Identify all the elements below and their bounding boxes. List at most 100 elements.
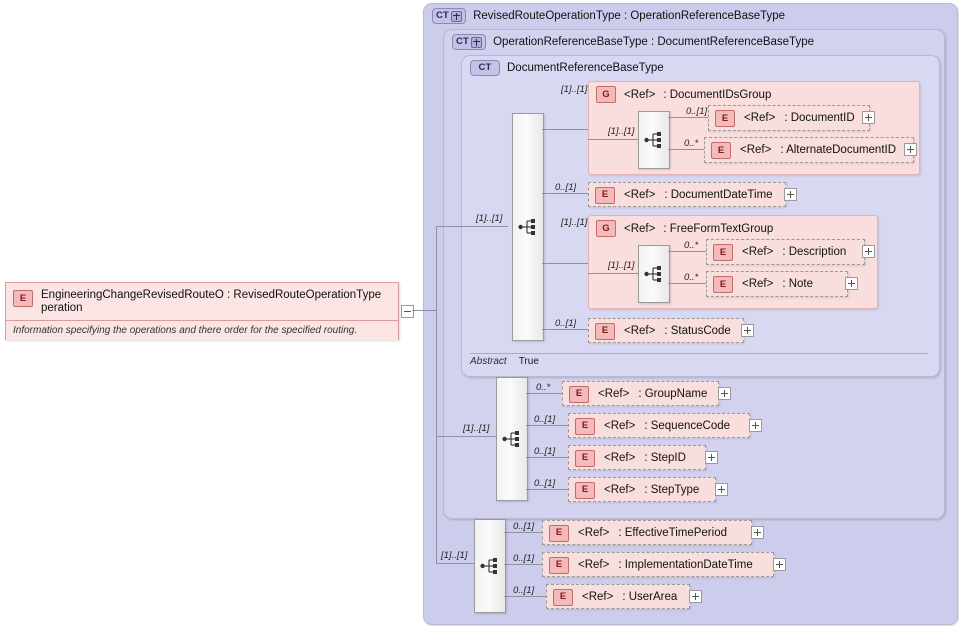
sequence-icon [644,266,661,282]
ref-label: <Ref> [578,558,610,571]
group-ref-label: <Ref> [624,222,656,235]
root-element-box[interactable]: E EngineeringChangeRevisedRouteO : Revis… [5,282,399,340]
element-badge-icon: E [569,385,589,403]
connector [526,393,562,394]
sequence-compositor-operationreferencebase[interactable] [496,377,528,501]
ref-element-content: E <Ref> : ImplementationDateTime [543,553,759,576]
ref-element-stepid[interactable]: E <Ref> : StepID [568,445,706,470]
ref-type-label: : EffectiveTimePeriod [618,526,727,539]
ref-element-userarea[interactable]: E <Ref> : UserArea [546,584,690,609]
ref-element-effectivetimeperiod[interactable]: E <Ref> : EffectiveTimePeriod [542,520,752,545]
ref-label: <Ref> [604,419,636,432]
ref-label: <Ref> [582,590,614,603]
ref-type-label: : GroupName [638,387,708,400]
expand-plus-icon[interactable] [451,10,463,22]
ref-type-label: : Note [782,278,814,290]
expand-plus-icon[interactable] [705,451,718,464]
ref-element-sequencecode[interactable]: E <Ref> : SequenceCode [568,413,750,438]
expand-plus-icon[interactable] [749,419,762,432]
ref-element-content: E <Ref> : AlternateDocumentID [705,138,902,162]
expand-plus-icon[interactable] [471,36,483,48]
ref-label: <Ref> [742,278,774,290]
ref-element-content: E <Ref> : StatusCode [589,319,737,342]
ref-element-implementationdatetime[interactable]: E <Ref> : ImplementationDateTime [542,552,774,577]
expand-plus-icon[interactable] [784,188,797,201]
complextype-badge-icon[interactable]: CT [452,34,487,50]
cardinality-label: 0..[1] [555,182,577,193]
group-badge-icon: G [596,86,616,103]
root-element-name: EngineeringChangeRevisedRouteO : Revised… [41,289,381,315]
cardinality-label: 0..[1] [555,318,577,329]
ref-element-content: E <Ref> : DocumentDateTime [589,183,779,206]
connector [588,139,638,140]
collapse-minus-icon[interactable] [401,305,414,318]
ref-element-description[interactable]: E <Ref> : Description [706,239,865,265]
cardinality-label: [1]..[1] [608,260,635,271]
cardinality-label: 0..[1] [534,446,556,457]
connector [526,457,568,458]
ref-element-steptype[interactable]: E <Ref> : StepType [568,477,716,502]
element-badge-icon: E [575,481,595,499]
ref-element-content: E <Ref> : SequenceCode [569,414,736,437]
connector [542,129,588,130]
expand-plus-icon[interactable] [689,590,702,603]
complextype-header-operationreferencebasetype: CT OperationReferenceBaseType : Document… [452,34,814,50]
cardinality-label: 0..* [536,382,551,393]
complextype-badge-icon[interactable]: CT [432,8,467,24]
connector [542,193,588,194]
complextype-title: RevisedRouteOperationType : OperationRef… [473,10,786,22]
sequence-compositor-documentidsgroup[interactable] [638,111,670,169]
expand-plus-icon[interactable] [718,387,731,400]
sequence-compositor-documentreferencebase[interactable] [512,113,544,341]
expand-plus-icon[interactable] [741,324,754,337]
expand-plus-icon[interactable] [773,558,786,571]
element-badge-icon: E [713,276,733,293]
ref-element-statuscode[interactable]: E <Ref> : StatusCode [588,318,744,343]
ref-element-note[interactable]: E <Ref> : Note [706,271,848,297]
ref-element-documentdatetime[interactable]: E <Ref> : DocumentDateTime [588,182,786,207]
root-element-header: E EngineeringChangeRevisedRouteO : Revis… [6,283,398,320]
ref-label: <Ref> [578,526,610,539]
ref-element-groupname[interactable]: E <Ref> : GroupName [562,381,719,406]
abstract-value: True [518,356,539,367]
connector [436,226,437,563]
ref-label: <Ref> [604,483,636,496]
ref-type-label: : StepID [644,451,686,464]
connector [542,263,588,264]
expand-plus-icon[interactable] [862,111,875,124]
sequence-compositor-revisedrouteoperation[interactable] [474,519,506,613]
connector [436,436,496,437]
root-element-type: : RevisedRouteOperationType [227,289,382,301]
ref-element-content: E <Ref> : Note [707,272,819,296]
ref-type-label: : DocumentDateTime [664,188,773,201]
cardinality-label: 0..[1] [513,553,535,564]
ref-label: <Ref> [744,112,776,124]
expand-plus-icon[interactable] [751,526,764,539]
ref-element-alternatedocumentid[interactable]: E <Ref> : AlternateDocumentID [704,137,914,163]
element-badge-icon: E [711,142,731,159]
connector [504,564,542,565]
element-badge-icon: E [715,110,735,127]
sequence-icon [518,219,535,235]
ref-type-label: : SequenceCode [644,419,731,432]
expand-plus-icon[interactable] [715,483,728,496]
complextype-header-documentreferencebasetype: CT DocumentReferenceBaseType [470,60,664,76]
ref-element-content: E <Ref> : GroupName [563,382,713,405]
cardinality-label: [1]..[1] [463,423,490,434]
sequence-compositor-freeformtextgroup[interactable] [638,245,670,303]
ref-element-documentid[interactable]: E <Ref> : DocumentID [708,105,870,131]
root-element-documentation: Information specifying the operations an… [6,320,398,340]
cardinality-label: 0..[1] [534,414,556,425]
abstract-label: Abstract [470,356,507,367]
expand-plus-icon[interactable] [845,277,858,290]
ref-type-label: : StepType [644,483,700,496]
group-type-label: : DocumentIDsGroup [663,88,772,101]
cardinality-label: 0..[1] [513,585,535,596]
ref-type-label: : DocumentID [784,112,855,124]
expand-plus-icon[interactable] [904,143,917,156]
root-element-name-line2: peration [41,302,83,314]
sequence-icon [502,431,519,447]
ref-element-content: E <Ref> : EffectiveTimePeriod [543,521,733,544]
element-badge-icon: E [553,588,573,606]
expand-plus-icon[interactable] [862,245,875,258]
